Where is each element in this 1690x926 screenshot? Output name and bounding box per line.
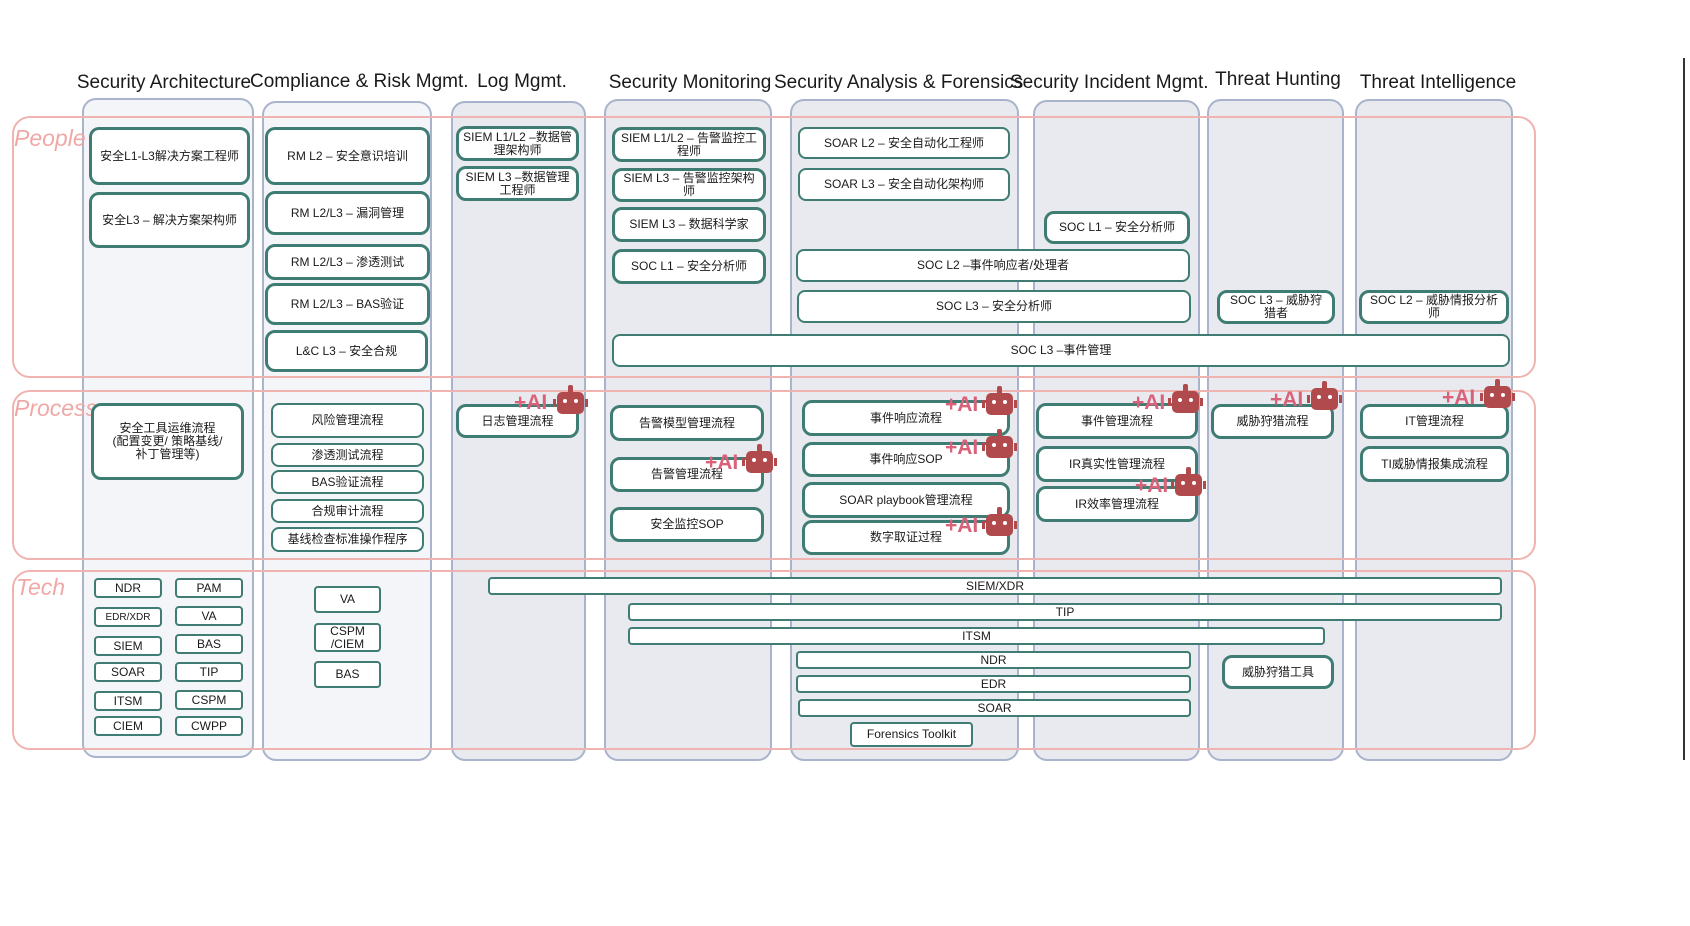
robot-icon bbox=[1307, 381, 1342, 410]
column-title: Log Mgmt. bbox=[477, 71, 567, 92]
tool-box: ITSM bbox=[94, 691, 162, 711]
process-box: IR真实性管理流程 bbox=[1036, 446, 1198, 482]
tool-box: CSPM bbox=[175, 690, 243, 710]
ai-tag: +AI bbox=[1442, 386, 1476, 409]
role-box: SOC L2 – 威胁情报分析师 bbox=[1359, 290, 1509, 324]
tool-box: SIEM bbox=[94, 636, 162, 656]
process-box: 合规审计流程 bbox=[271, 499, 424, 523]
role-box-span: SOC L3 –事件管理 bbox=[612, 334, 1510, 367]
tool-bar-span: NDR bbox=[796, 651, 1191, 669]
role-box: 安全L3 – 解决方案架构师 bbox=[89, 192, 250, 248]
process-box: 渗透测试流程 bbox=[271, 443, 424, 467]
ai-tag: +AI bbox=[945, 514, 979, 537]
process-box: 告警管理流程 bbox=[610, 457, 764, 492]
column-title: Security Monitoring bbox=[608, 72, 772, 93]
role-box: RM L2/L3 – 渗透测试 bbox=[265, 244, 430, 280]
tool-box: 威胁狩猎工具 bbox=[1222, 655, 1334, 689]
process-box: 事件响应流程 bbox=[802, 400, 1010, 436]
tool-box: EDR/XDR bbox=[94, 607, 162, 627]
process-box: SOAR playbook管理流程 bbox=[802, 482, 1010, 518]
role-box: SIEM L3 – 数据科学家 bbox=[612, 207, 766, 242]
process-box: 威胁狩猎流程 bbox=[1211, 404, 1334, 439]
robot-icon bbox=[982, 386, 1017, 415]
column-title: Compliance & Risk Mgmt. bbox=[250, 71, 469, 92]
process-box: 事件管理流程 bbox=[1036, 403, 1198, 439]
role-box: SOC L1 – 安全分析师 bbox=[612, 249, 766, 284]
role-box: SOC L3 – 威胁狩猎者 bbox=[1217, 290, 1335, 324]
band-tech bbox=[12, 570, 1536, 750]
right-border-line bbox=[1683, 58, 1685, 760]
role-box: SIEM L3 – 告警监控架构师 bbox=[612, 168, 766, 202]
tool-bar-span: SOAR bbox=[798, 699, 1191, 717]
robot-icon bbox=[1171, 467, 1206, 496]
tool-box: CWPP bbox=[175, 716, 243, 736]
ai-tag: +AI bbox=[705, 451, 739, 474]
tool-box: VA bbox=[175, 606, 243, 626]
column-title: Threat Intelligence bbox=[1359, 72, 1517, 93]
band-process bbox=[12, 390, 1536, 560]
ai-tag: +AI bbox=[945, 393, 979, 416]
process-box: 告警模型管理流程 bbox=[610, 405, 764, 441]
role-box: RM L2/L3 – BAS验证 bbox=[265, 283, 430, 325]
tool-box: PAM bbox=[175, 578, 243, 598]
robot-icon bbox=[982, 429, 1017, 458]
tool-box: BAS bbox=[314, 661, 381, 688]
ai-tag: +AI bbox=[1135, 474, 1169, 497]
column-title: Threat Hunting bbox=[1215, 69, 1341, 90]
process-box: 事件响应SOP bbox=[802, 442, 1010, 477]
band-label-process: Process bbox=[14, 395, 98, 421]
role-box: 安全L1-L3解决方案工程师 bbox=[89, 127, 250, 185]
robot-icon bbox=[1168, 384, 1203, 413]
tool-box: CSPM /CIEM bbox=[314, 623, 381, 652]
process-box: 风险管理流程 bbox=[271, 403, 424, 438]
robot-icon bbox=[982, 507, 1017, 536]
process-box: BAS验证流程 bbox=[271, 470, 424, 494]
role-box: SOC L1 – 安全分析师 bbox=[1044, 211, 1190, 244]
process-box: IT管理流程 bbox=[1360, 404, 1509, 439]
tool-box: SOAR bbox=[94, 662, 162, 682]
role-box: SIEM L3 –数据管理工程师 bbox=[456, 166, 579, 201]
process-box: IR效率管理流程 bbox=[1036, 486, 1198, 522]
tool-box: BAS bbox=[175, 634, 243, 654]
process-box: 数字取证过程 bbox=[802, 520, 1010, 555]
robot-icon bbox=[1480, 379, 1515, 408]
process-box: 基线检查标准操作程序 bbox=[271, 527, 424, 552]
tool-box: VA bbox=[314, 586, 381, 613]
band-label-tech: Tech bbox=[16, 574, 66, 600]
role-box: SIEM L1/L2 – 告警监控工程师 bbox=[612, 127, 766, 162]
role-box: SOAR L2 – 安全自动化工程师 bbox=[798, 127, 1010, 159]
robot-icon bbox=[742, 444, 777, 473]
ai-tag: +AI bbox=[945, 436, 979, 459]
column-title: Security Analysis & Forensics bbox=[774, 72, 1024, 93]
role-box: RM L2 – 安全意识培训 bbox=[265, 127, 430, 185]
ai-tag: +AI bbox=[1270, 388, 1304, 411]
column-title: Security Architecture bbox=[76, 72, 252, 93]
tool-bar-span: SIEM/XDR bbox=[488, 577, 1502, 595]
tool-box: Forensics Toolkit bbox=[850, 722, 973, 747]
process-box: 安全工具运维流程 (配置变更/ 策略基线/ 补丁管理等) bbox=[91, 403, 244, 480]
process-box: 安全监控SOP bbox=[610, 507, 764, 542]
ai-tag: +AI bbox=[1132, 391, 1166, 414]
tool-box: TIP bbox=[175, 662, 243, 682]
role-box: RM L2/L3 – 漏洞管理 bbox=[265, 191, 430, 235]
role-box: SOAR L3 – 安全自动化架构师 bbox=[798, 168, 1010, 201]
band-people bbox=[12, 116, 1536, 378]
robot-icon bbox=[553, 385, 588, 414]
role-box: L&C L3 – 安全合规 bbox=[265, 330, 428, 372]
band-label-people: People bbox=[14, 125, 86, 151]
ai-tag: +AI bbox=[514, 391, 548, 414]
tool-box: NDR bbox=[94, 578, 162, 598]
role-box-span: SOC L3 – 安全分析师 bbox=[797, 290, 1191, 323]
process-box: TI威胁情报集成流程 bbox=[1360, 446, 1509, 482]
column-title: Security Incident Mgmt. bbox=[1010, 72, 1209, 93]
tool-bar-span: ITSM bbox=[628, 627, 1325, 645]
tool-box: CIEM bbox=[94, 716, 162, 736]
tool-bar-span: EDR bbox=[796, 675, 1191, 693]
tool-bar-span: TIP bbox=[628, 603, 1502, 621]
role-box: SIEM L1/L2 –数据管理架构师 bbox=[456, 126, 579, 161]
role-box-span: SOC L2 –事件响应者/处理者 bbox=[796, 249, 1190, 282]
